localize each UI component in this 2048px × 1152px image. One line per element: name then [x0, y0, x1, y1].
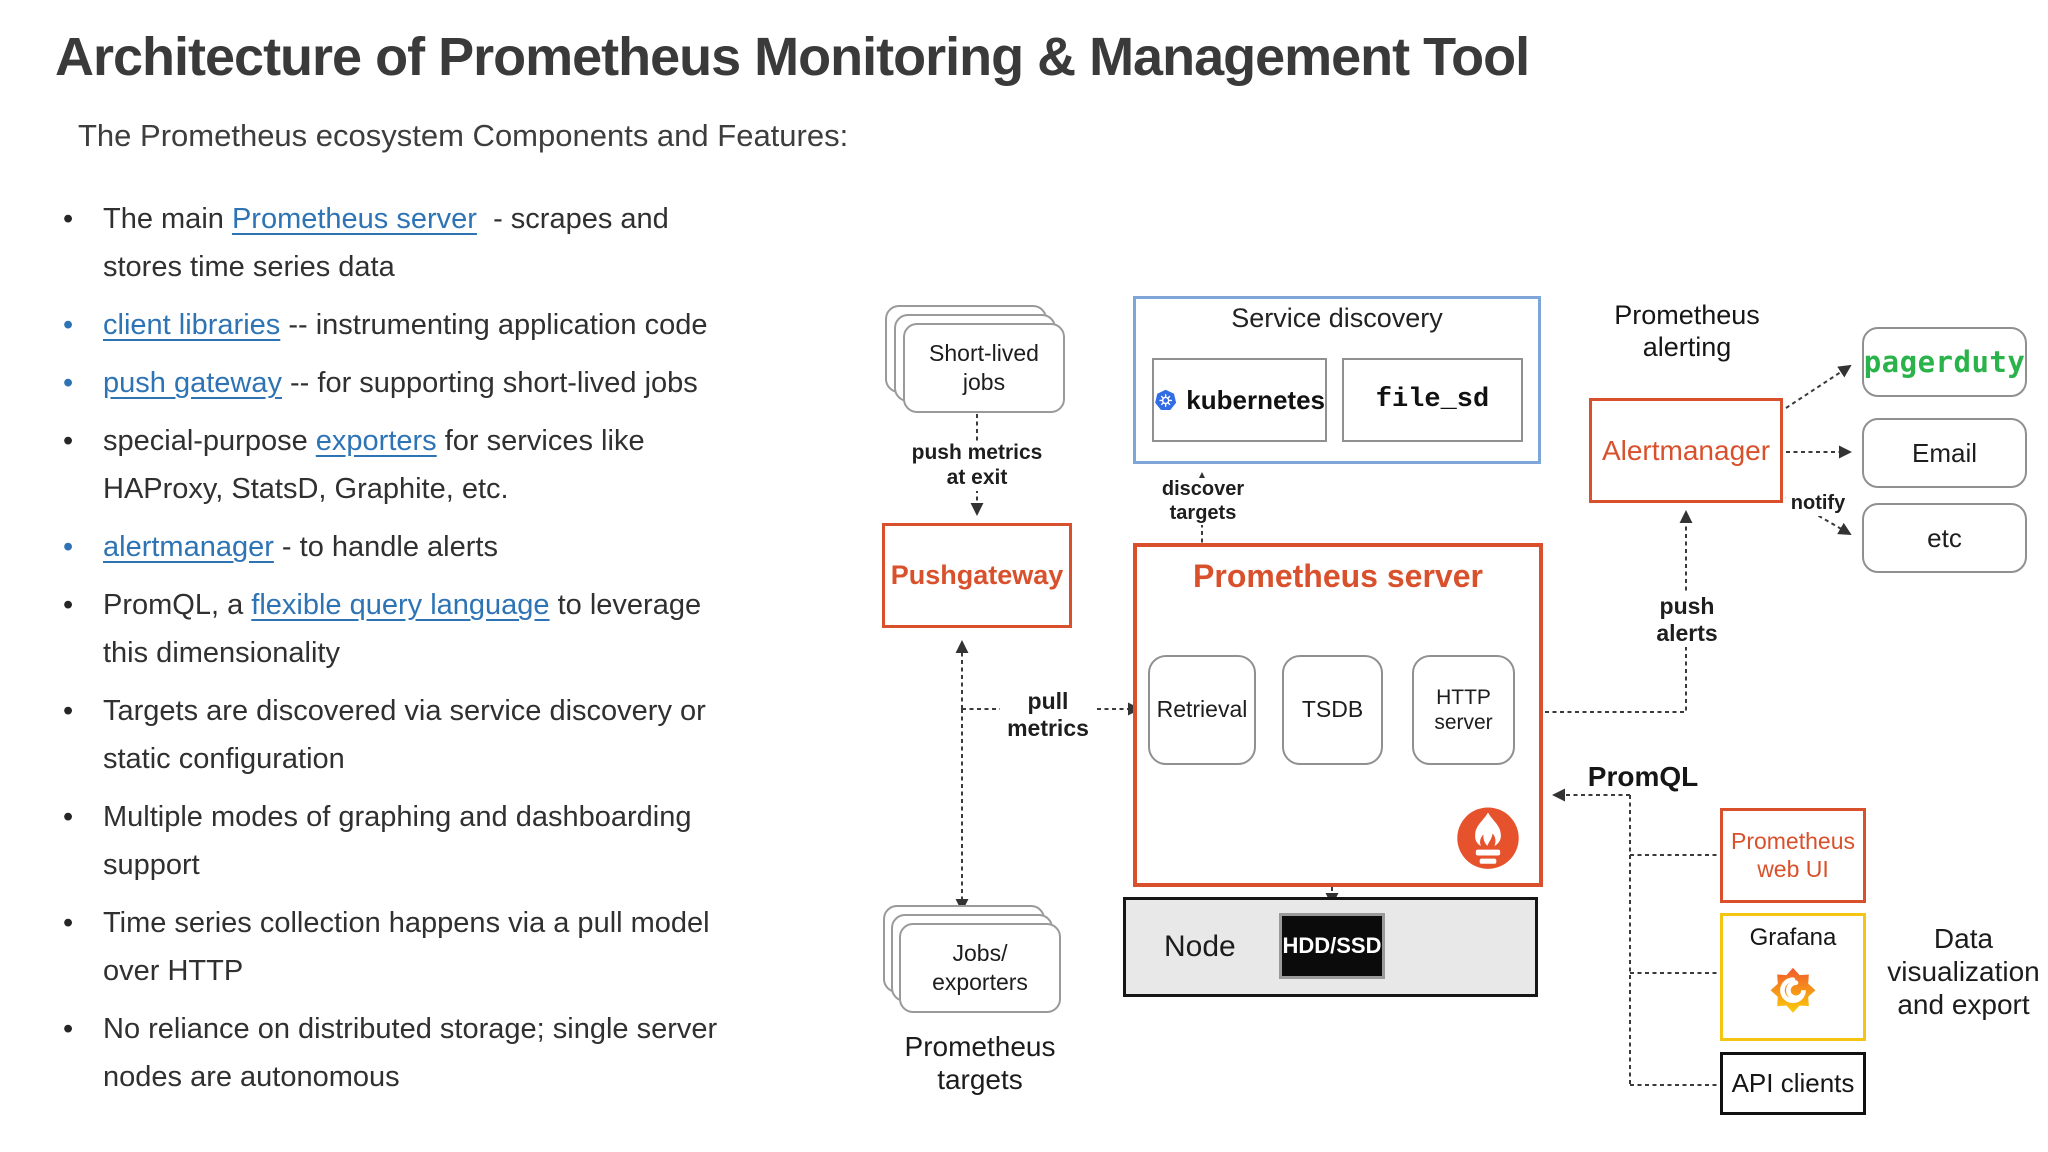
hdd-ssd-box: HDD/SSD: [1279, 913, 1385, 979]
bullet-item: • alertmanager - to handle alerts: [55, 523, 845, 571]
bullet-item: • No reliance on distributed storage; sin…: [55, 1005, 845, 1101]
bullet-text: Time series collection happens via a pul…: [103, 907, 710, 987]
email-label: Email: [1911, 437, 1977, 468]
http-server-label: HTTP server: [1434, 685, 1493, 734]
bullet-text: Multiple modes of graphing and dashboard…: [103, 801, 692, 881]
etc-label: etc: [1927, 522, 1962, 553]
api-clients-label: API clients: [1731, 1068, 1855, 1098]
bullet-text: The main Prometheus server - scrapes and…: [103, 203, 669, 283]
bullet-text: alertmanager - to handle alerts: [103, 531, 498, 563]
short-lived-jobs-card: Short-lived jobs: [903, 323, 1065, 413]
api-clients-box: API clients: [1720, 1052, 1866, 1115]
prometheus-web-ui-label: Prometheus web UI: [1730, 827, 1855, 882]
etc-box: etc: [1862, 503, 2027, 573]
grafana-icon: [1770, 967, 1816, 1013]
link-alertmanager[interactable]: alertmanager: [103, 531, 274, 563]
hdd-ssd-label: HDD/SSD: [1282, 933, 1382, 958]
bullet-text: Targets are discovered via service disco…: [103, 695, 706, 775]
service-discovery-title: Service discovery: [1231, 303, 1443, 333]
bullet-dot: •: [63, 1013, 74, 1045]
prometheus-alerting-label: Prometheus alerting: [1614, 300, 1760, 362]
bullet-dot: •: [63, 589, 74, 621]
bullet-text: client libraries -- instrumenting applic…: [103, 309, 708, 341]
bullet-text: push gateway -- for supporting short-liv…: [103, 367, 698, 399]
link-client-libraries[interactable]: client libraries: [103, 309, 281, 341]
promql-label: PromQL: [1587, 761, 1699, 792]
alertmanager-box: Alertmanager: [1589, 398, 1783, 503]
pushgateway-box: Pushgateway: [882, 523, 1072, 628]
tsdb-box: TSDB: [1282, 655, 1383, 765]
bullet-dot: •: [63, 695, 74, 727]
bullet-dot: •: [63, 531, 74, 563]
bullet-item: • push gateway -- for supporting short-li…: [55, 359, 845, 407]
pull-metrics-label: pull metrics: [1000, 688, 1096, 743]
prometheus-targets-label: Prometheus targets: [904, 1031, 1056, 1096]
alertmanager-label: Alertmanager: [1601, 434, 1771, 466]
bullet-dot: •: [63, 801, 74, 833]
feature-list: • The main Prometheus server - scrapes an…: [55, 183, 845, 1111]
discover-targets-label: discover targets: [1148, 478, 1258, 526]
pagerduty-box: pagerduty: [1862, 327, 2027, 397]
jobs-exporters-label: Jobs/ exporters: [932, 940, 1028, 995]
page-subtitle: The Prometheus ecosystem Components and …: [78, 118, 849, 153]
kubernetes-box: kubernetes: [1152, 358, 1327, 442]
bullet-item: • special-purpose exporters for services …: [55, 417, 845, 513]
pushgateway-label: Pushgateway: [890, 560, 1064, 590]
bullet-dot: •: [63, 309, 74, 341]
bullet-text: PromQL, a flexible query language to lev…: [103, 589, 702, 669]
kubernetes-label: kubernetes: [1186, 384, 1325, 415]
push-alerts-label: push alerts: [1642, 593, 1732, 648]
data-visualization-label: Data visualization and export: [1887, 923, 2040, 1021]
bullet-text: special-purpose exporters for services l…: [103, 425, 645, 505]
email-box: Email: [1862, 418, 2027, 488]
prometheus-logo-icon: [1457, 807, 1519, 869]
notify-label: notify: [1786, 492, 1850, 516]
retrieval-box: Retrieval: [1148, 655, 1256, 765]
bullet-dot: •: [63, 367, 74, 399]
bullet-item: • PromQL, a flexible query language to le…: [55, 581, 845, 677]
page-title: Architecture of Prometheus Monitoring & …: [55, 27, 1530, 87]
node-label: Node: [1164, 930, 1236, 963]
bullet-item: • Multiple modes of graphing and dashboar…: [55, 793, 845, 889]
kubernetes-icon: [1155, 389, 1177, 411]
short-lived-jobs-label: Short-lived jobs: [929, 340, 1039, 395]
bullet-dot: •: [63, 907, 74, 939]
file-sd-box: file_sd: [1342, 358, 1523, 442]
pagerduty-logo: pagerduty: [1863, 345, 2026, 379]
retrieval-label: Retrieval: [1156, 696, 1248, 723]
bullet-item: • The main Prometheus server - scrapes an…: [55, 195, 845, 291]
push-metrics-at-exit-label: push metrics at exit: [896, 441, 1058, 491]
link-exporters[interactable]: exporters: [315, 425, 437, 457]
link-flexible-query-language[interactable]: flexible query language: [251, 589, 550, 621]
tsdb-label: TSDB: [1301, 696, 1364, 723]
jobs-exporters-card: Jobs/ exporters: [899, 923, 1061, 1013]
bullet-dot: •: [63, 203, 74, 235]
grafana-label: Grafana: [1749, 924, 1837, 951]
prometheus-web-ui-box: Prometheus web UI: [1720, 808, 1866, 903]
http-server-box: HTTP server: [1412, 655, 1515, 765]
link-push-gateway[interactable]: push gateway: [103, 367, 282, 399]
bullet-item: • Targets are discovered via service disc…: [55, 687, 845, 783]
link-prometheus-server[interactable]: Prometheus server: [231, 203, 477, 235]
bullet-item: • client libraries -- instrumenting appli…: [55, 301, 845, 349]
prometheus-server-title: Prometheus server: [1193, 558, 1483, 594]
bullet-item: • Time series collection happens via a pu…: [55, 899, 845, 995]
bullet-text: No reliance on distributed storage; sing…: [103, 1013, 718, 1093]
bullet-dot: •: [63, 425, 74, 457]
grafana-box: Grafana: [1720, 913, 1866, 1041]
file-sd-label: file_sd: [1375, 385, 1490, 415]
